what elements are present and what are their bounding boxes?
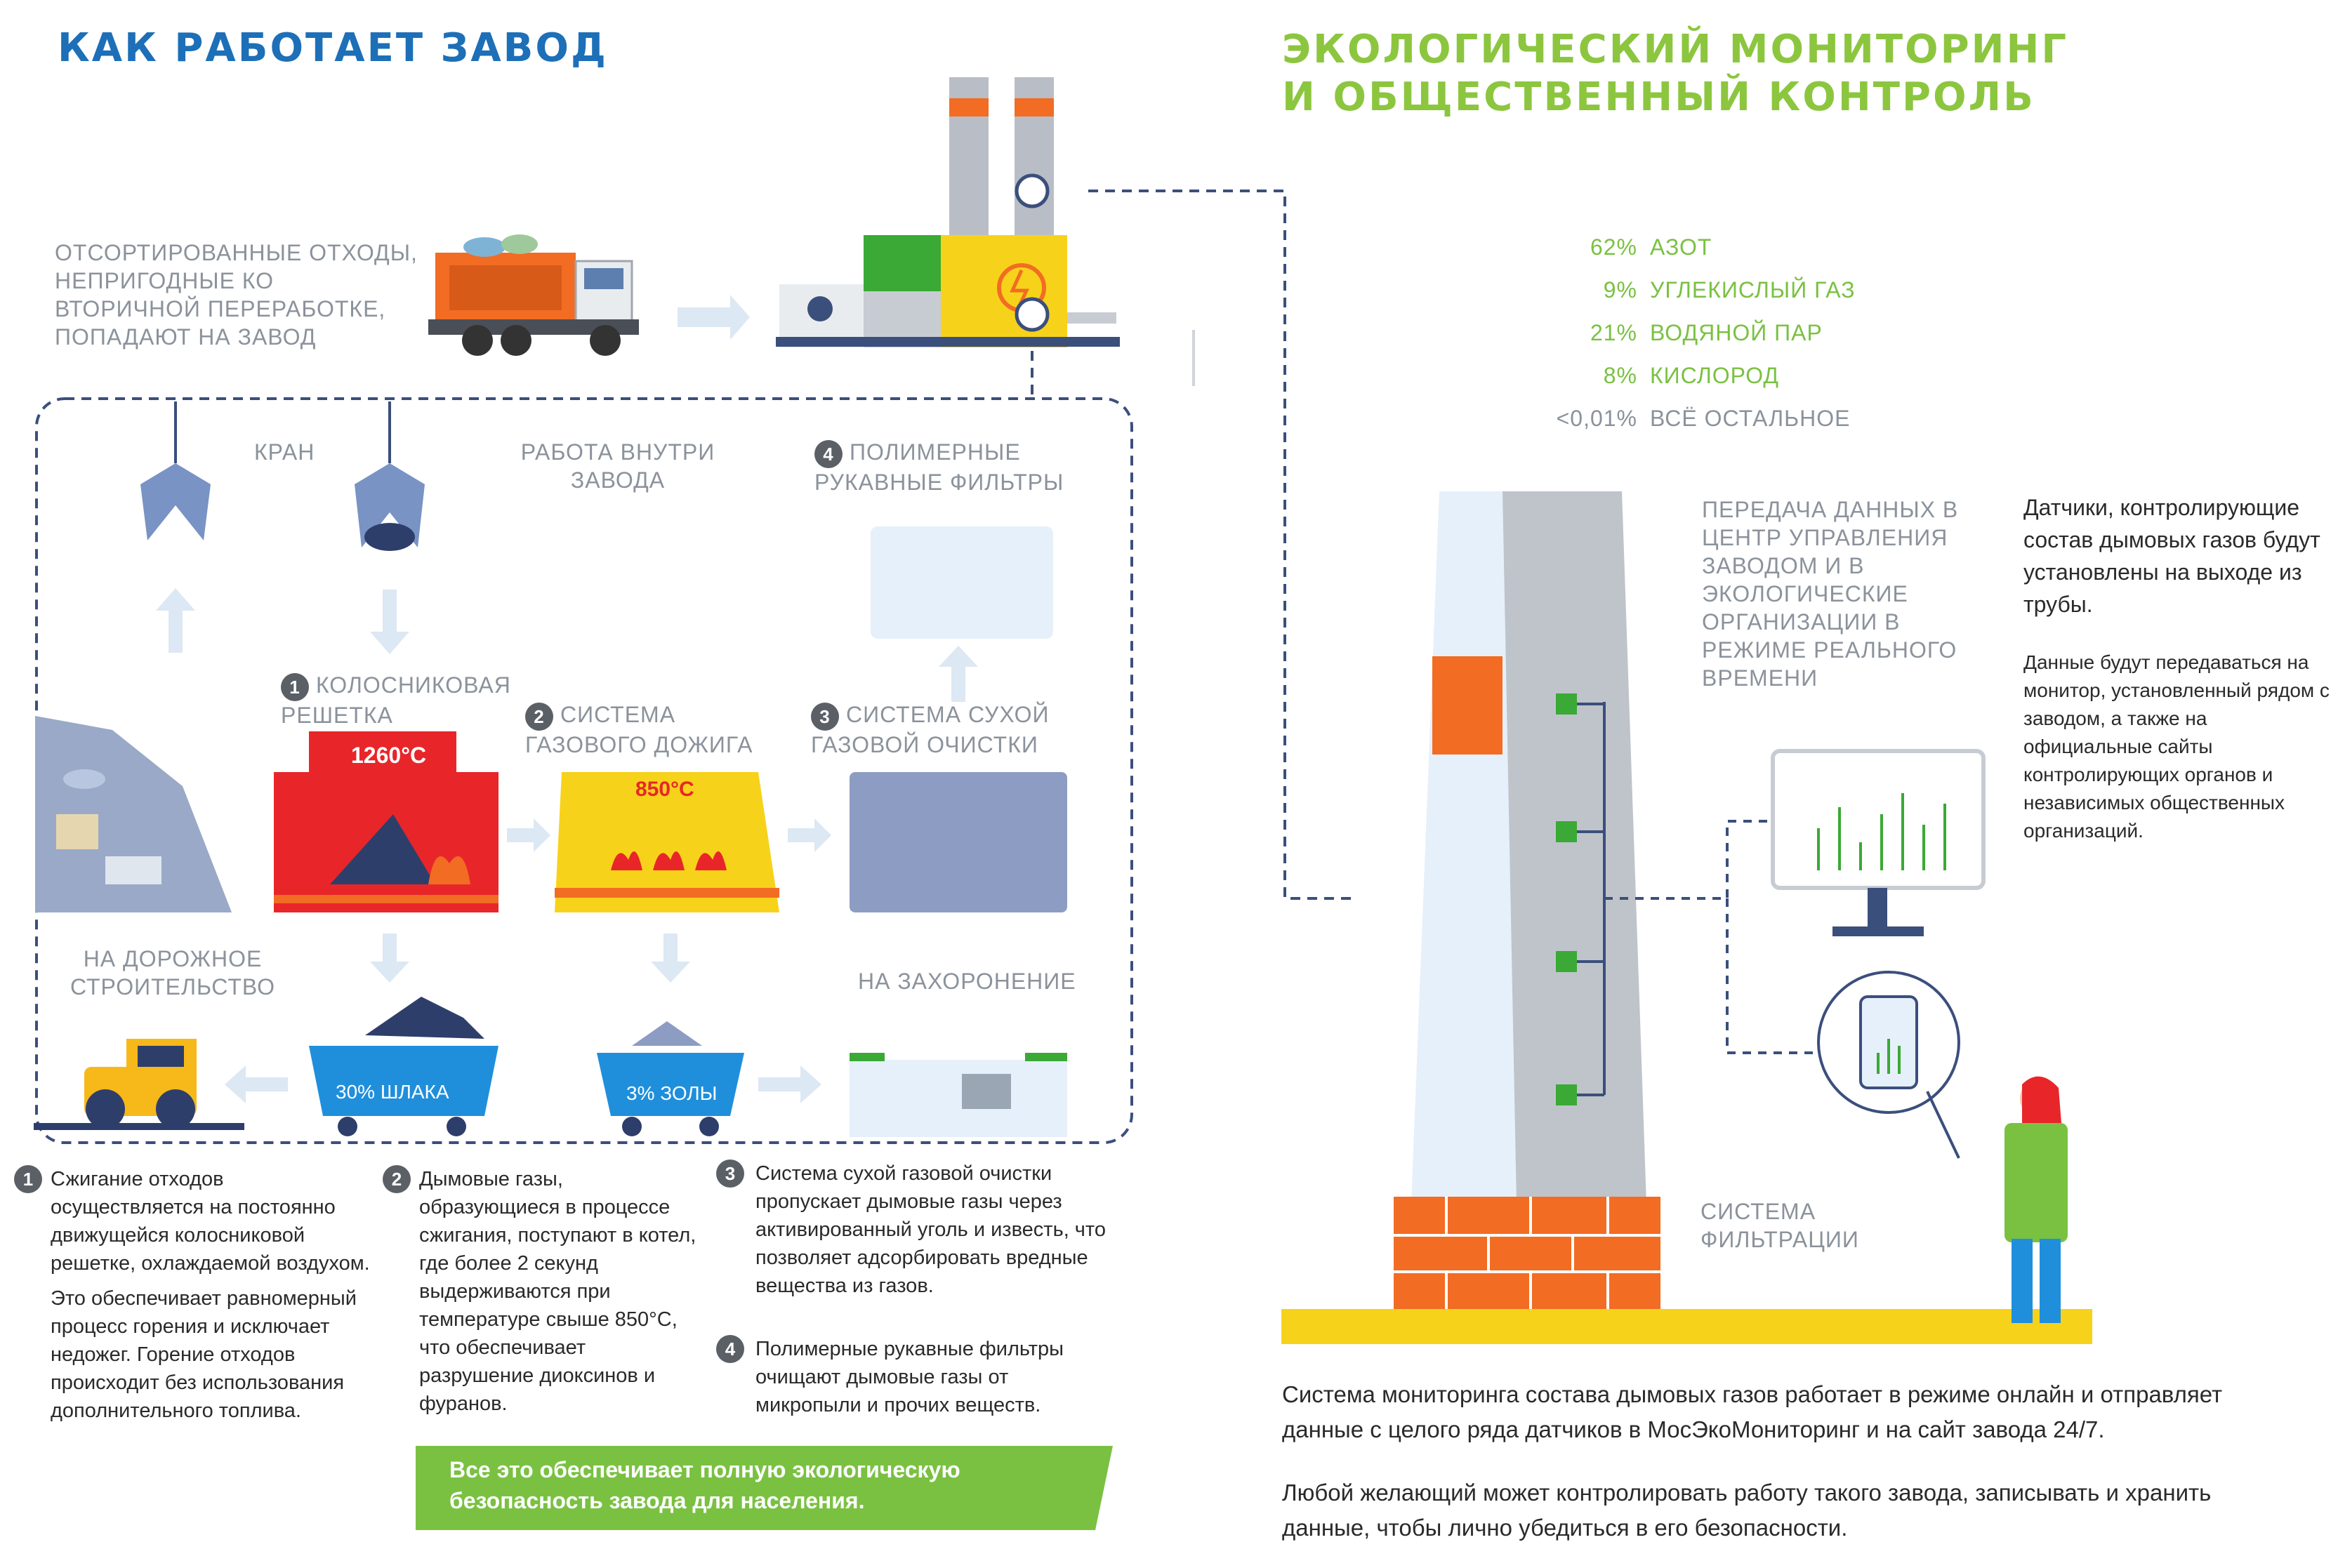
transfer-caption: ПЕРЕДАЧА ДАННЫХ В ЦЕНТР УПРАВЛЕНИЯ ЗАВОД… xyxy=(1702,497,1959,691)
filtration-label: СИСТЕМА ФИЛЬТРАЦИИ xyxy=(1700,1199,1859,1252)
ash-cart-icon xyxy=(597,1021,744,1136)
afterburn-temp: 850°C xyxy=(635,778,694,801)
step-2-badge: 2 xyxy=(525,702,553,731)
note-2-text: Дымовые газы, образующиеся в процессе сж… xyxy=(419,1168,696,1415)
data-link-line xyxy=(1088,190,1355,900)
landfill-icon xyxy=(850,1053,1067,1137)
dry-label: СИСТЕМА СУХОЙ ГАЗОВОЙ ОЧИСТКИ xyxy=(811,702,1050,757)
phone-icon xyxy=(1817,971,1960,1114)
banner-shape xyxy=(416,1446,1113,1530)
gas-row: 21%ВОДЯНОЙ ПАР xyxy=(1590,320,1823,345)
filters-label: ПОЛИМЕРНЫЕ РУКАВНЫЕ ФИЛЬТРЫ xyxy=(814,439,1064,495)
gas-composition: 62%АЗОТ 9%УГЛЕКИСЛЫЙ ГАЗ 21%ВОДЯНОЙ ПАР … xyxy=(1531,234,1896,449)
slag-cart-icon xyxy=(309,997,498,1136)
step-3-badge: 3 xyxy=(811,702,839,731)
road-roller-icon xyxy=(34,1039,244,1130)
step-4-badge: 4 xyxy=(814,439,843,468)
note-3: 3 Система сухой газовой очистки пропуска… xyxy=(716,1160,1109,1300)
inside-label: РАБОТА ВНУТРИ ЗАВОДА xyxy=(520,439,715,493)
person-icon xyxy=(2005,1076,2068,1323)
sensor-icons xyxy=(1556,693,1577,1105)
gas-row: 62%АЗОТ xyxy=(1590,234,1712,260)
intro-caption: ОТСОРТИРОВАННЫЕ ОТХОДЫ, НЕПРИГОДНЫЕ КО В… xyxy=(55,240,418,350)
crane-claw-icon-left xyxy=(140,401,211,540)
left-title: КАК РАБОТАЕТ ЗАВОД xyxy=(58,25,608,71)
bottom-text-2: Любой желающий может контролировать рабо… xyxy=(1282,1480,2212,1541)
monitor-icon xyxy=(1771,749,1986,936)
right-title-line1: ЭКОЛОГИЧЕСКИЙ МОНИТОРИНГ xyxy=(1282,27,2069,72)
road-label: НА ДОРОЖНОЕ СТРОИТЕЛЬСТВО xyxy=(70,946,276,999)
note-2: 2 Дымовые газы, образующиеся в процессе … xyxy=(383,1165,706,1418)
monitor-link-line xyxy=(1604,820,1769,900)
garbage-truck-icon xyxy=(428,234,639,356)
monitor-text: Данные будут передаваться на монитор, ус… xyxy=(2023,651,2330,842)
gas-row: <0,01%ВСЁ ОСТАЛЬНОЕ xyxy=(1556,406,1851,431)
grate-label: КОЛОСНИКОВАЯ РЕШЕТКА xyxy=(281,672,511,728)
factory-icon xyxy=(776,77,1120,347)
note-1a: Сжигание отходов осуществляется на посто… xyxy=(51,1168,370,1275)
waste-pile-icon xyxy=(35,716,232,912)
note-4-text: Полимерные рукавные фильтры очищают дымо… xyxy=(755,1338,1064,1416)
note-4: 4 Полимерные рукавные фильтры очищают ды… xyxy=(716,1335,1109,1419)
gas-row: 8%КИСЛОРОД xyxy=(1603,363,1780,388)
grate-furnace-icon xyxy=(274,731,498,912)
note-1-badge: 1 xyxy=(14,1165,42,1193)
burial-label: НА ЗАХОРОНЕНИЕ xyxy=(858,969,1076,994)
bottom-text-1: Система мониторинга состава дымовых газо… xyxy=(1282,1381,2223,1442)
afterburn-furnace-icon xyxy=(555,772,779,912)
step-1-badge: 1 xyxy=(281,672,309,701)
grate-temp: 1260°C xyxy=(351,743,427,768)
bag-filter-icon xyxy=(871,526,1053,639)
note-2-badge: 2 xyxy=(383,1165,411,1193)
dry-cleaning-unit-icon xyxy=(850,772,1067,912)
sensors-text: Датчики, контролирующие состав дымовых г… xyxy=(2023,495,2320,617)
crane-label: КРАН xyxy=(254,439,315,465)
crane-claw-icon-right xyxy=(355,401,425,551)
note-1b: Это обеспечивает равномерный процесс гор… xyxy=(51,1287,357,1422)
smoke-stack-icon xyxy=(1281,491,2092,1344)
note-3-text: Система сухой газовой очистки пропускает… xyxy=(755,1162,1107,1297)
note-3-badge: 3 xyxy=(716,1160,744,1188)
ash-label: 3% ЗОЛЫ xyxy=(626,1082,718,1104)
phone-link-line xyxy=(1726,898,1818,1054)
safety-banner: Все это обеспечивает полную экологическу… xyxy=(449,1457,960,1513)
note-4-badge: 4 xyxy=(716,1335,744,1363)
slag-label: 30% ШЛАКА xyxy=(336,1081,449,1103)
afterburn-label: СИСТЕМА ГАЗОВОГО ДОЖИГА xyxy=(525,702,753,757)
note-1: 1 Сжигание отходов осуществляется на пос… xyxy=(14,1165,372,1425)
right-title-line2: И ОБЩЕСТВЕННЫЙ КОНТРОЛЬ xyxy=(1282,74,2035,120)
gas-row: 9%УГЛЕКИСЛЫЙ ГАЗ xyxy=(1603,277,1856,303)
